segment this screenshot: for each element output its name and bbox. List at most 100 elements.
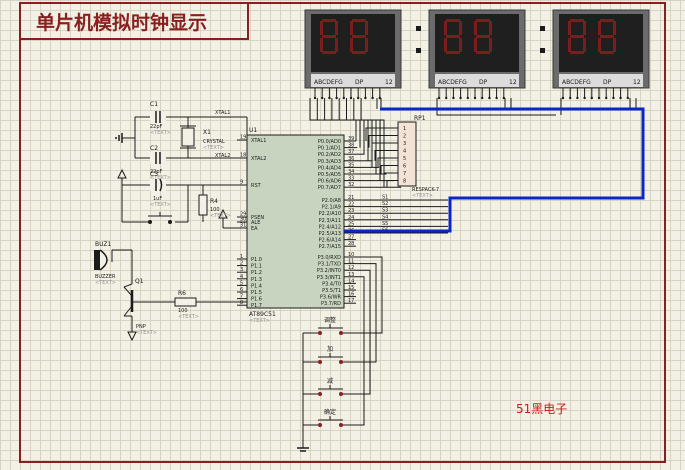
r4-value: 100 [210, 207, 220, 213]
display-label-strip [435, 74, 519, 87]
mcu-pin-number: 6 [240, 287, 243, 293]
display-pin-dot [357, 96, 360, 100]
key-button[interactable]: 确定 [318, 408, 343, 427]
mcu-part: AT89C51 [249, 311, 276, 318]
colon-dot [416, 48, 421, 53]
capacitor-c2[interactable]: C2 22pF <TEXT> [150, 145, 171, 181]
button-contact [339, 392, 343, 396]
mcu-pin-name: XTAL2 [251, 156, 266, 162]
key-button[interactable]: 调整 [318, 316, 343, 335]
mcu-pin-name: P1.4 [251, 283, 262, 289]
reset-button[interactable] [140, 212, 172, 224]
x1-text: <TEXT> [203, 145, 224, 151]
display-segment-label: ABCDEFG [314, 79, 343, 86]
buzzer-section [111, 249, 247, 342]
buzzer-buz1[interactable]: BUZ1 BUZZER <TEXT> [94, 241, 116, 286]
seven-segment-digit [444, 19, 462, 54]
crystal-x1[interactable]: X1 CRYSTAL <TEXT> XTAL1 XTAL2 [180, 110, 230, 159]
wire [343, 276, 365, 426]
mcu-pin-name: XTAL1 [251, 138, 266, 144]
rp1-pin-number: 1 [403, 126, 406, 132]
mcu-pin-name: P1.6 [251, 297, 262, 303]
segment [322, 35, 336, 38]
display-pin-dot [561, 96, 565, 100]
mcu-pin-number: 5 [240, 280, 243, 286]
display-pin-dot [583, 96, 586, 100]
segment [598, 21, 601, 35]
digit-net-label: S4 [382, 214, 388, 220]
mcu-pin-name: P1.5 [251, 290, 262, 296]
c1-ref: C1 [150, 101, 158, 108]
mcu-pin-number: 27 [348, 235, 354, 241]
page-title: 单片机模拟时钟显示 [36, 11, 207, 34]
mcu-pin-number: 1 [240, 254, 243, 260]
display-pin-dot [502, 96, 505, 100]
capacitor-c3[interactable]: C3 1uF <TEXT> [150, 171, 171, 208]
resistor-r4[interactable]: R4 100 <TEXT> [198, 194, 231, 219]
wire [343, 269, 371, 395]
digit-net-label: S1 [382, 195, 388, 201]
mcu-pin-number: 16 [348, 292, 354, 298]
key-button-label: 减 [327, 377, 333, 385]
display-pin-dot [321, 96, 324, 100]
wire [377, 157, 390, 168]
mcu-ref: U1 [249, 127, 257, 134]
reset-section [117, 168, 247, 229]
mcu-pin-number: 37 [348, 149, 354, 155]
display-pin-dot [495, 96, 498, 100]
mcu-pin-name: PSEN [251, 215, 264, 221]
key-button[interactable]: 加 [318, 345, 343, 364]
segment [600, 35, 614, 38]
rp1-pin-number: 7 [403, 171, 406, 177]
rp1-pin-number: 6 [403, 164, 406, 170]
mcu-pin-number: 30 [240, 217, 246, 223]
buzzer-value: BUZZER [95, 274, 116, 280]
segment [598, 38, 601, 52]
mcu-pin-number: 33 [348, 176, 354, 182]
mcu-pin-name: P0.2/AD2 [318, 152, 341, 158]
mcu-pin-name: P3.5/T1 [322, 288, 341, 294]
button-contact [318, 360, 322, 364]
mcu-pin-number: 34 [348, 169, 354, 175]
key-button[interactable]: 减 [318, 377, 343, 396]
display-segment-label: ABCDEFG [562, 79, 591, 86]
mcu-pin-name: P3.4/T0 [322, 281, 341, 287]
seven-segment-digit [350, 19, 368, 54]
wire [386, 180, 390, 188]
mcu-u1[interactable]: U1 AT89C51 <TEXT> [246, 127, 345, 324]
segment [444, 21, 447, 35]
mcu-pin-number: 7 [240, 294, 243, 300]
resistor-pack-rp1[interactable]: RP1 RESPACK-7 <TEXT> [397, 115, 439, 199]
c3-ref: C3 [150, 171, 158, 178]
capacitor-c1[interactable]: C1 22pF <TEXT> [150, 101, 171, 136]
c2-text: <TEXT> [150, 175, 171, 181]
display-dp-label: DP [355, 79, 364, 86]
rp1-pin-number: 5 [403, 156, 406, 162]
mcu-pin-number: 36 [348, 156, 354, 162]
key-button-label: 加 [327, 345, 333, 353]
mcu-pin-name: P2.0/A8 [322, 198, 341, 204]
r4-text: <TEXT> [210, 213, 231, 219]
rp1-value: RESPACK-7 [412, 187, 439, 193]
mcu-pin-number: 10 [348, 252, 354, 258]
button-contact [318, 392, 322, 396]
transistor-q1[interactable]: Q1 PNP <TEXT> [122, 278, 157, 336]
segment [474, 38, 477, 52]
x1-ref: X1 [203, 129, 211, 136]
segment [352, 19, 366, 22]
display-pin-dot [459, 96, 462, 100]
mcu-pin-number: 22 [348, 202, 354, 208]
mcu-pin-name: P3.2/INT0 [317, 268, 341, 274]
c1-text: <TEXT> [150, 130, 171, 136]
mcu-pin-name: P2.7/A15 [319, 244, 341, 250]
display-pin-dot [590, 96, 593, 100]
display-pin-dot [488, 96, 491, 100]
button-contact [339, 360, 343, 364]
seven-segment-digit [568, 19, 586, 54]
segment [570, 35, 584, 38]
mcu-pin-number: 3 [240, 267, 243, 273]
resistor-r6[interactable]: R6 100 <TEXT> [174, 290, 199, 320]
